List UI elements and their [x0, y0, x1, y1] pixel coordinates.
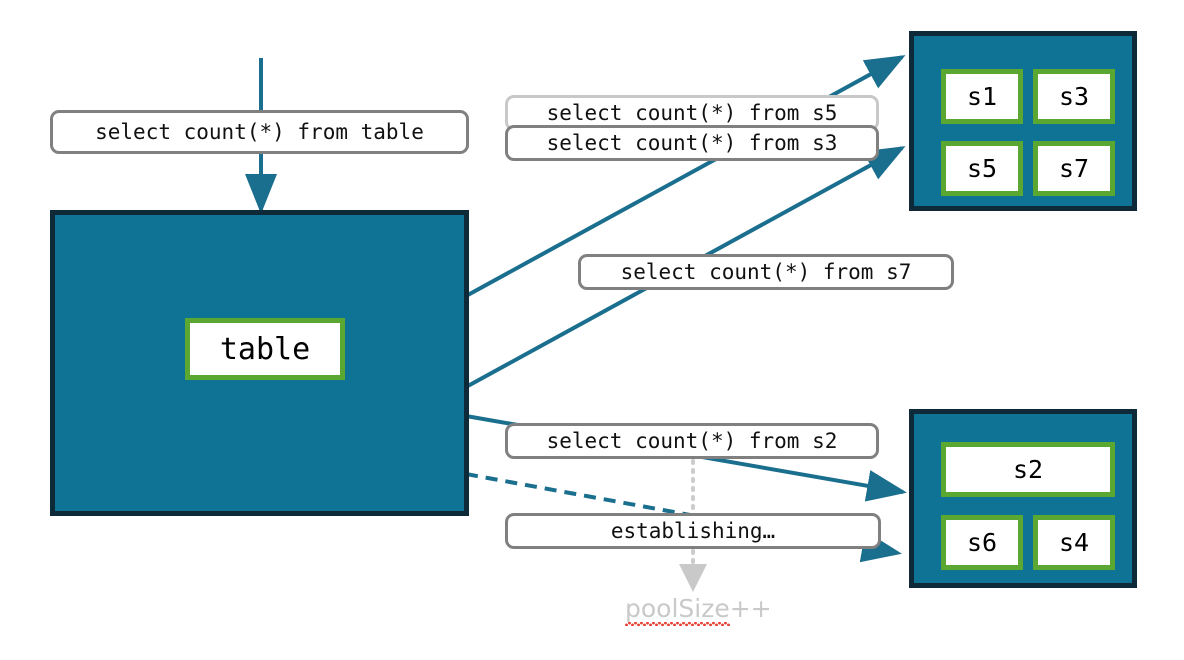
- session-node-s6[interactable]: s6: [941, 515, 1023, 570]
- query-label-s2[interactable]: select count(*) from s2: [505, 423, 879, 459]
- query-label-table[interactable]: select count(*) from table: [50, 110, 469, 154]
- session-node-s1[interactable]: s1: [941, 69, 1023, 124]
- session-node-s7[interactable]: s7: [1033, 141, 1115, 196]
- query-label-s7[interactable]: select count(*) from s7: [578, 254, 954, 290]
- session-node-s3[interactable]: s3: [1033, 69, 1115, 124]
- bottom-pool: s2 s6 s4: [909, 409, 1137, 588]
- session-node-s2[interactable]: s2: [941, 442, 1115, 497]
- database-box: table: [50, 210, 469, 516]
- session-node-s5[interactable]: s5: [941, 141, 1023, 196]
- poolsize-annotation: poolSize++: [625, 594, 772, 626]
- session-node-s4[interactable]: s4: [1033, 515, 1115, 570]
- status-label-establishing[interactable]: establishing…: [505, 513, 881, 549]
- poolsize-label: poolSize: [625, 594, 730, 626]
- top-pool: s1 s3 s5 s7: [909, 31, 1137, 211]
- query-label-s3[interactable]: select count(*) from s3: [505, 125, 879, 161]
- table-node[interactable]: table: [185, 318, 345, 380]
- poolsize-increment: ++: [729, 594, 772, 623]
